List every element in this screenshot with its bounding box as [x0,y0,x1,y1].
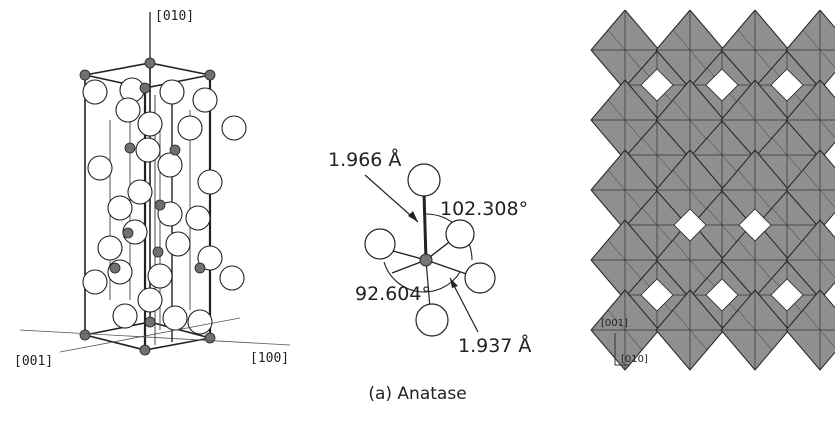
oxygen-atom [127,179,153,205]
unit-cell-atoms [79,57,247,356]
oxygen-atom [415,303,449,337]
axis-label-100: [100] [250,351,289,366]
interstitial-void [640,68,674,102]
oxygen-atom [364,228,396,260]
octahedra-network-diagram: [001] [010] [590,10,835,371]
titanium-atom [122,227,134,239]
interstitial-void [738,208,772,242]
oxygen-atom [162,305,188,331]
oxygen-atom [407,163,441,197]
interstitial-void [705,68,739,102]
oxygen-atom [107,195,133,221]
titanium-atom [194,262,206,274]
octahedron-facet [771,207,803,243]
oxygen-atom [112,303,138,329]
octahedron-facet [737,29,773,71]
interstitial-void [705,278,739,312]
oxygen-atom [187,309,213,335]
octahedron-facet [672,169,708,211]
oxygen-atom [157,152,183,178]
octahedron-facet [672,239,708,281]
axis-label-001: [001] [14,354,53,369]
octahedron-facet [706,207,738,243]
octahedron-facet [607,309,643,351]
oxygen-atom [159,79,185,105]
axis-label-001-network: [001] [601,318,628,329]
titanium-atom [139,82,151,94]
titanium-atom [169,144,181,156]
axis-label-010-network: [010] [621,354,648,365]
bond-length-short-label: 1.937 Å [458,334,531,357]
octahedron-facet [737,99,773,141]
titanium-atom [152,246,164,258]
interstitial-void [640,278,674,312]
oxygen-atom [135,137,161,163]
oxygen-atom [147,263,173,289]
interstitial-void [770,278,804,312]
octahedron-facet [737,169,773,211]
oxygen-atom [185,205,211,231]
octahedron-facet [737,309,773,351]
oxygen-atom [97,235,123,261]
bond-length-long-label: 1.966 Å [328,148,401,171]
octahedron-facet [802,99,835,139]
figure-caption: (a) Anatase [368,384,467,404]
octahedron-facet [607,239,643,281]
oxygen-atom [165,231,191,257]
titanium-atom [109,262,121,274]
octahedron-facet [802,169,835,209]
titanium-atom [204,332,216,344]
titanium-atom [79,329,91,341]
octahedron-facet [802,29,835,69]
octahedron-facet [672,29,708,71]
oxygen-atom [137,111,163,137]
interstitial-void [673,208,707,242]
titanium-atom [144,57,156,69]
titanium-atom [144,316,156,328]
titanium-atom [154,199,166,211]
oxygen-atom [115,97,141,123]
octahedron-facet [607,99,643,141]
interstitial-void [770,68,804,102]
oxygen-atom [445,219,475,249]
octahedron-facet [737,239,773,281]
octahedron-facet [802,309,835,349]
titanium-atom [79,69,91,81]
octahedron-facet [706,137,738,173]
oxygen-atom [137,287,163,313]
octahedron-facet [607,169,643,211]
octahedron-detail-diagram: 1.966 Å 102.308° 92.604° 1.937 Å [328,148,531,357]
oxygen-atom [197,169,223,195]
octahedron-facet [641,207,673,243]
titanium-atom [139,344,151,356]
oxygen-atom [464,262,496,294]
oxygen-atom [82,269,108,295]
octahedron-facet [607,29,643,71]
oxygen-atom [177,115,203,141]
octahedra-grid [590,10,835,371]
octahedron-facet [641,137,673,173]
oxygen-atom [192,87,218,113]
titanium-atom [419,253,433,267]
oxygen-atom [219,265,245,291]
oxygen-atom [197,245,223,271]
angle-upper-label: 102.308° [440,198,528,220]
oxygen-atom [221,115,247,141]
axis-label-010: [010] [155,9,194,24]
titanium-atom [204,69,216,81]
octahedron-facet [672,309,708,351]
octahedron-facet [771,137,803,173]
oxygen-atom [87,155,113,181]
angle-lower-label: 92.604° [355,283,431,305]
octahedron-facet [802,239,835,279]
octahedron-facet [672,99,708,141]
oxygen-atom [82,79,108,105]
anatase-unit-cell-diagram: [010] [001] [100] [14,9,291,369]
titanium-atom [124,142,136,154]
